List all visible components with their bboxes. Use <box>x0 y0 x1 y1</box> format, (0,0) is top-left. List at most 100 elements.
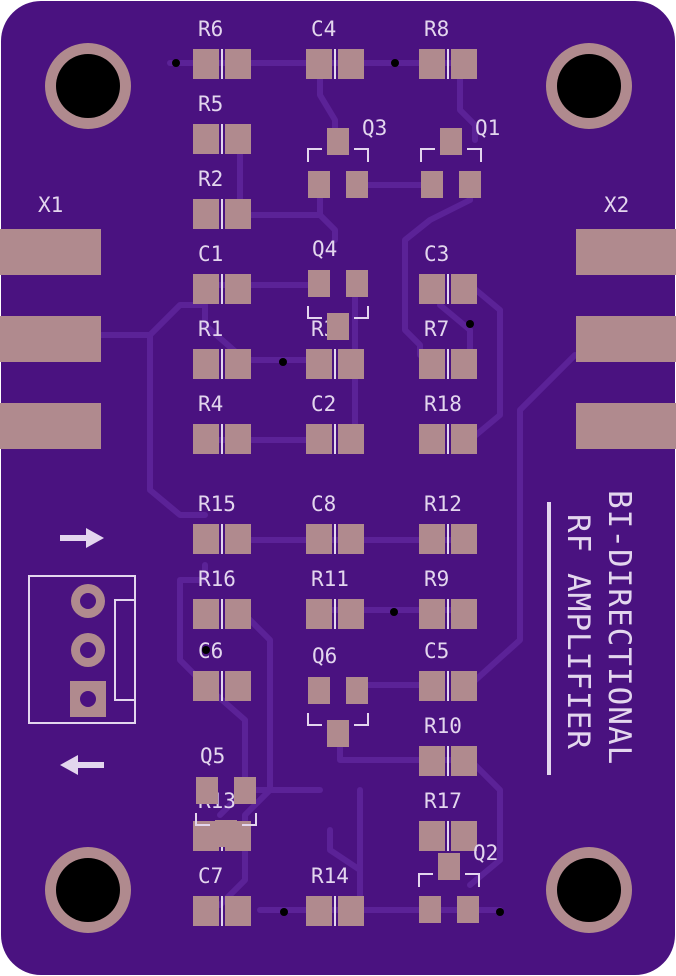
component-r7: R7 <box>419 317 477 379</box>
pad <box>225 896 251 926</box>
pad <box>327 313 349 340</box>
component-r17: R17 <box>419 789 477 851</box>
connector-x1: X1 <box>0 193 101 449</box>
pad <box>308 171 330 198</box>
component-label: R14 <box>311 864 349 888</box>
pad <box>419 349 445 379</box>
component-label: R8 <box>424 17 449 41</box>
pad <box>225 49 251 79</box>
component-label: R5 <box>198 92 223 116</box>
pad <box>419 671 445 701</box>
component-label: C6 <box>198 639 223 663</box>
component-label: R15 <box>198 492 236 516</box>
pad <box>215 820 237 847</box>
component-c7: C7 <box>193 864 251 926</box>
arrow-left-icon <box>60 755 104 775</box>
pad <box>306 524 332 554</box>
pad <box>440 128 462 155</box>
pad <box>451 821 477 851</box>
component-label: R1 <box>198 317 223 341</box>
component-q6: Q6 <box>307 644 369 747</box>
component-label: R2 <box>198 167 223 191</box>
component-r5: R5 <box>193 92 251 154</box>
pad <box>338 424 364 454</box>
pad <box>308 677 330 704</box>
component-c6: C6 <box>193 639 251 701</box>
component-c8: C8 <box>306 492 364 554</box>
pad <box>451 424 477 454</box>
component-label: R16 <box>198 567 236 591</box>
connector-x1-label: X1 <box>38 193 63 217</box>
pad <box>338 349 364 379</box>
pad <box>438 853 460 880</box>
pad <box>193 424 219 454</box>
component-q5: Q5 <box>195 744 257 847</box>
pad <box>308 270 330 297</box>
pad <box>234 777 256 804</box>
component-r16: R16 <box>193 567 251 629</box>
pad <box>451 524 477 554</box>
pad <box>419 524 445 554</box>
connector-x2-label: X2 <box>604 193 629 217</box>
pad <box>193 199 219 229</box>
pad <box>225 424 251 454</box>
pad <box>338 524 364 554</box>
pad <box>306 424 332 454</box>
pad <box>225 274 251 304</box>
pad <box>225 671 251 701</box>
via-layer <box>172 59 504 916</box>
arrow-right-icon <box>60 528 104 548</box>
pad <box>306 349 332 379</box>
component-r14: R14 <box>306 864 364 926</box>
pad <box>419 599 445 629</box>
pad <box>451 599 477 629</box>
component-label: R7 <box>424 317 449 341</box>
pad <box>193 49 219 79</box>
pad <box>193 896 219 926</box>
board-title: BI-DIRECTIONAL RF AMPLIFIER <box>547 490 637 775</box>
pad <box>306 599 332 629</box>
pad <box>338 49 364 79</box>
component-label: Q3 <box>362 116 387 140</box>
connector-x2: X2 <box>576 193 676 449</box>
component-r1: R1 <box>193 317 251 379</box>
component-r12: R12 <box>419 492 477 554</box>
mounting-holes <box>45 43 632 933</box>
pad <box>193 671 219 701</box>
pad <box>419 746 445 776</box>
pad <box>346 677 368 704</box>
pad <box>451 274 477 304</box>
component-label: R12 <box>424 492 462 516</box>
component-r11: R11 <box>306 567 364 629</box>
component-label: Q1 <box>475 116 500 140</box>
component-c5: C5 <box>419 639 477 701</box>
component-label: R4 <box>198 392 223 416</box>
component-c4: C4 <box>306 17 364 79</box>
component-r10: R10 <box>419 714 477 776</box>
pad <box>451 671 477 701</box>
pad <box>327 720 349 747</box>
component-c1: C1 <box>193 242 251 304</box>
pad <box>419 821 445 851</box>
pad <box>346 270 368 297</box>
component-label: Q6 <box>312 644 337 668</box>
title-line-1: BI-DIRECTIONAL <box>601 490 637 765</box>
pad <box>346 171 368 198</box>
component-r15: R15 <box>193 492 251 554</box>
pad <box>196 777 218 804</box>
pad <box>193 124 219 154</box>
component-q4: Q4 <box>307 237 369 340</box>
component-label: C7 <box>198 864 223 888</box>
pad <box>451 49 477 79</box>
pad <box>421 171 443 198</box>
pad <box>419 896 441 923</box>
pad <box>193 599 219 629</box>
pad <box>338 896 364 926</box>
component-label: R9 <box>424 567 449 591</box>
pad <box>225 349 251 379</box>
pad <box>419 424 445 454</box>
pad <box>225 124 251 154</box>
